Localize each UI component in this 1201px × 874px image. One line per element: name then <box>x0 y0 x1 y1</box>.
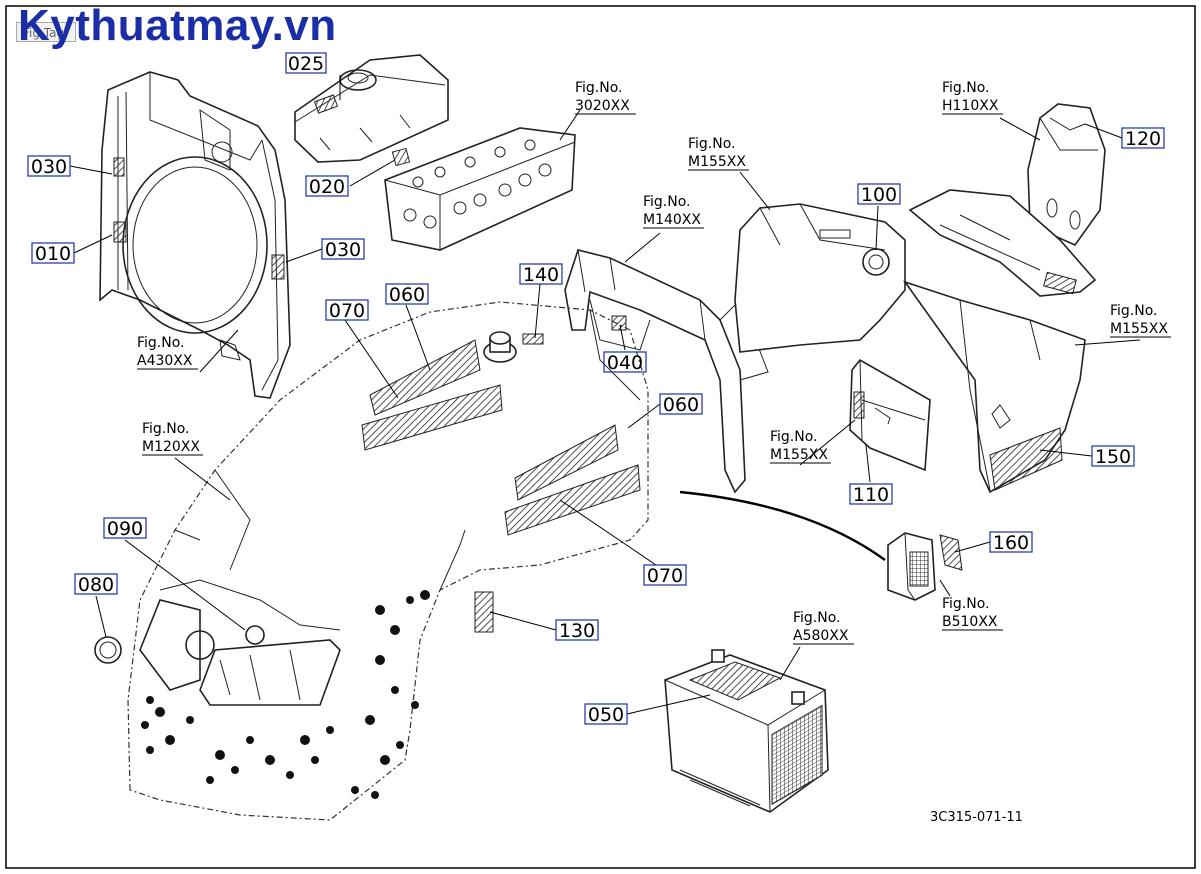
svg-text:140: 140 <box>523 264 559 286</box>
svg-text:070: 070 <box>647 565 683 587</box>
figref-M120XX: Fig.No. M120XX <box>142 421 203 456</box>
svg-text:B510XX: B510XX <box>942 614 998 630</box>
connector-illustration <box>679 490 963 601</box>
side-panel-lower-illustration <box>902 280 1086 494</box>
battery-illustration <box>664 649 829 813</box>
svg-text:Fig.No.: Fig.No. <box>1110 303 1158 319</box>
svg-text:M140XX: M140XX <box>643 212 701 228</box>
rear-hood-panel-illustration <box>908 189 1097 297</box>
svg-text:M155XX: M155XX <box>1110 321 1168 337</box>
svg-text:160: 160 <box>993 532 1029 554</box>
callout-100: 100 <box>857 183 901 206</box>
fig-tag-badge: Fig.Tag <box>16 22 76 42</box>
svg-text:040: 040 <box>607 352 643 374</box>
drawing-number: 3C315-071-11 <box>930 810 1023 825</box>
svg-text:030: 030 <box>31 156 67 178</box>
svg-text:120: 120 <box>1125 128 1161 150</box>
svg-text:150: 150 <box>1095 446 1131 468</box>
svg-text:M155XX: M155XX <box>770 447 828 463</box>
svg-text:Fig.No.: Fig.No. <box>142 421 190 437</box>
figref-M140XX: Fig.No. M140XX <box>643 194 704 229</box>
svg-text:100: 100 <box>861 184 897 206</box>
callout-110: 110 <box>849 483 893 506</box>
svg-text:Fig.No.: Fig.No. <box>575 80 623 96</box>
engine-hood-illustration <box>94 301 649 821</box>
figref-M155XX-middle: Fig.No. M155XX <box>770 429 831 464</box>
svg-text:H110XX: H110XX <box>942 98 999 114</box>
callout-060-lower: 060 <box>659 393 703 416</box>
figure-references: Fig.No. 3020XX Fig.No. H110XX Fig.No. M1… <box>137 80 1171 645</box>
svg-text:060: 060 <box>663 394 699 416</box>
mounting-bracket-illustration <box>849 358 931 472</box>
svg-text:050: 050 <box>588 704 624 726</box>
callout-labels: 025 030 010 030 020 070 060 140 040 100 … <box>27 52 1165 726</box>
figref-A430XX: Fig.No. A430XX <box>137 335 198 370</box>
bracket-illustration <box>1027 103 1106 246</box>
page-border <box>5 5 1196 869</box>
callout-070-lower: 070 <box>643 564 687 587</box>
svg-text:020: 020 <box>309 176 345 198</box>
front-grille-frame-illustration <box>522 249 769 494</box>
svg-text:Fig.No.: Fig.No. <box>793 610 841 626</box>
callout-070-upper: 070 <box>325 299 369 322</box>
callout-060-upper: 060 <box>385 283 429 306</box>
leader-lines <box>69 75 1141 715</box>
callout-080: 080 <box>74 573 118 596</box>
site-watermark: Kythuatmay.vn <box>18 1 337 50</box>
callout-025: 025 <box>285 52 327 75</box>
svg-text:010: 010 <box>35 243 71 265</box>
svg-text:A580XX: A580XX <box>793 628 849 644</box>
callout-090: 090 <box>103 517 147 540</box>
figref-M155XX-top: Fig.No. M155XX <box>688 136 749 171</box>
svg-text:Fig.No.: Fig.No. <box>688 136 736 152</box>
svg-text:A430XX: A430XX <box>137 353 193 369</box>
callout-050: 050 <box>584 703 628 726</box>
svg-text:Fig.No.: Fig.No. <box>643 194 691 210</box>
svg-text:Fig.No.: Fig.No. <box>770 429 818 445</box>
svg-text:3020XX: 3020XX <box>575 98 630 114</box>
callout-040: 040 <box>603 351 647 374</box>
callout-030-right: 030 <box>321 238 365 261</box>
svg-text:M155XX: M155XX <box>688 154 746 170</box>
callout-140: 140 <box>519 263 563 286</box>
side-cover-upper-illustration <box>734 203 906 353</box>
callout-160: 160 <box>989 531 1033 554</box>
svg-text:060: 060 <box>389 284 425 306</box>
svg-text:025: 025 <box>288 53 324 75</box>
figref-3020XX: Fig.No. 3020XX <box>575 80 636 115</box>
figref-M155XX-right: Fig.No. M155XX <box>1110 303 1171 338</box>
svg-text:Fig.No.: Fig.No. <box>137 335 185 351</box>
callout-130: 130 <box>555 619 599 642</box>
svg-text:130: 130 <box>559 620 595 642</box>
svg-text:Fig.No.: Fig.No. <box>942 80 990 96</box>
svg-text:070: 070 <box>329 300 365 322</box>
svg-text:Fig.No.: Fig.No. <box>942 596 990 612</box>
svg-text:090: 090 <box>107 518 143 540</box>
svg-text:110: 110 <box>853 484 889 506</box>
callout-150: 150 <box>1091 445 1135 468</box>
svg-text:M120XX: M120XX <box>142 439 200 455</box>
svg-text:080: 080 <box>78 574 114 596</box>
fan-shroud-illustration <box>99 71 291 399</box>
callout-010: 010 <box>31 242 75 265</box>
svg-text:030: 030 <box>325 239 361 261</box>
figref-A580XX: Fig.No. A580XX <box>793 610 854 645</box>
figref-H110XX: Fig.No. H110XX <box>942 80 1003 115</box>
callout-120: 120 <box>1121 127 1165 150</box>
callout-020: 020 <box>305 175 349 198</box>
figref-B510XX: Fig.No. B510XX <box>942 596 1003 631</box>
cylinder-head-illustration <box>384 127 576 251</box>
valve-cover-illustration <box>294 54 449 163</box>
callout-030-left: 030 <box>27 155 71 178</box>
